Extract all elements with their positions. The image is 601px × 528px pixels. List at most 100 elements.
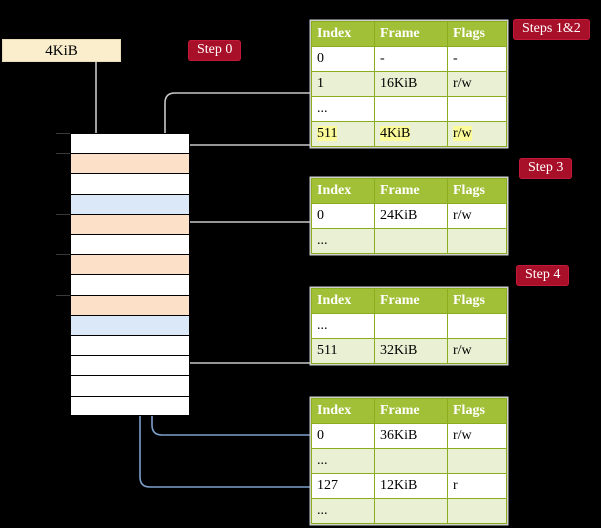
cell-text: 36KiB (380, 427, 418, 443)
cell-text: 12KiB (380, 477, 418, 493)
memory-frame-tick-0 (56, 133, 70, 134)
cell-frame (374, 96, 448, 122)
cell-flags (447, 96, 507, 122)
wire-l2-to-frame (171, 307, 311, 364)
cell-index: ... (311, 448, 375, 474)
cell-frame: 12KiB (374, 473, 448, 499)
table-row: ... (311, 313, 507, 339)
cell-text: 511 (317, 125, 338, 141)
cell-text: 24KiB (380, 207, 418, 223)
memory-frame-tick-1 (56, 153, 70, 155)
cell-frame: 16KiB (374, 71, 448, 97)
table-row: 127 12KiB r (311, 473, 507, 499)
cell-flags (447, 448, 507, 474)
cell-text: 16KiB (380, 75, 418, 91)
memory-frame-13 (70, 395, 190, 416)
table-row: 511 32KiB r/w (311, 338, 507, 364)
memory-frame-1 (70, 153, 190, 174)
cell-index: 0 (311, 46, 375, 72)
memory-frame-3 (70, 193, 190, 214)
cell-text: r/w (453, 427, 472, 443)
cell-index: ... (311, 228, 375, 254)
column-header-frame: Frame (374, 288, 448, 314)
memory-frame-12 (70, 375, 190, 396)
table-row: 0 - - (311, 46, 507, 72)
cell-index: ... (311, 313, 375, 339)
memory-frame-tick-4 (56, 213, 70, 215)
column-header-flags: Flags (447, 288, 507, 314)
cell-text: ... (317, 502, 328, 518)
cell-index: 511 (311, 121, 375, 147)
cell-text: r/w (453, 207, 472, 223)
memory-frame-2 (70, 173, 190, 194)
cell-index: 511 (311, 338, 375, 364)
cell-text: ... (317, 100, 328, 116)
cell-text: r (453, 477, 458, 493)
cell-flags: r/w (447, 71, 507, 97)
cell-flags (447, 313, 507, 339)
cell-text: r/w (453, 125, 472, 141)
cell-flags: r/w (447, 121, 507, 147)
physical-memory-column (70, 133, 190, 416)
cell-text: ... (317, 317, 328, 333)
cell-text: - (380, 50, 385, 66)
cell-frame (374, 498, 448, 524)
table-row: 0 24KiB r/w (311, 203, 507, 229)
table-row: ... (311, 498, 507, 524)
column-header-frame: Frame (374, 178, 448, 204)
column-header-index: Index (311, 178, 375, 204)
cell-flags (447, 228, 507, 254)
column-header-flags: Flags (447, 398, 507, 424)
cell-text: 4KiB (380, 125, 411, 141)
cell-text: 127 (317, 477, 338, 493)
cell-flags: r/w (447, 423, 507, 449)
memory-frame-6 (70, 254, 190, 275)
cell-index: 1 (311, 71, 375, 97)
memory-frame-tick-6 (56, 254, 70, 256)
table-row: 511 4KiB r/w (311, 121, 507, 147)
cell-index: 0 (311, 423, 375, 449)
column-header-flags: Flags (447, 21, 507, 47)
memory-frame-0 (70, 133, 190, 154)
badge-step-3: Step 3 (519, 158, 573, 179)
cell-text: r/w (453, 342, 472, 358)
column-header-flags: Flags (447, 178, 507, 204)
column-header-index: Index (311, 398, 375, 424)
cell-text: ... (317, 452, 328, 468)
table-row: ... (311, 96, 507, 122)
cell-text: 0 (317, 50, 324, 66)
page-box: 4KiB (2, 39, 121, 62)
cell-index: ... (311, 498, 375, 524)
table-row: ... (311, 448, 507, 474)
column-header-index: Index (311, 288, 375, 314)
memory-frame-5 (70, 234, 190, 255)
cell-text: 1 (317, 75, 324, 91)
cell-index: 0 (311, 203, 375, 229)
cell-text: 0 (317, 207, 324, 223)
cell-text: - (453, 50, 458, 66)
table-row: 0 36KiB r/w (311, 423, 507, 449)
cell-flags: r/w (447, 203, 507, 229)
cell-frame: 32KiB (374, 338, 448, 364)
table-row: ... (311, 228, 507, 254)
cell-text: 511 (317, 342, 338, 358)
cell-flags (447, 498, 507, 524)
cell-frame: 24KiB (374, 203, 448, 229)
cell-text: 32KiB (380, 342, 418, 358)
cell-text: ... (317, 232, 328, 248)
cell-index: ... (311, 96, 375, 122)
memory-frame-7 (70, 274, 190, 295)
cell-frame: 36KiB (374, 423, 448, 449)
cell-flags: r/w (447, 338, 507, 364)
cell-frame: 4KiB (374, 121, 448, 147)
cell-frame (374, 228, 448, 254)
badge-step-0: Step 0 (188, 40, 242, 61)
